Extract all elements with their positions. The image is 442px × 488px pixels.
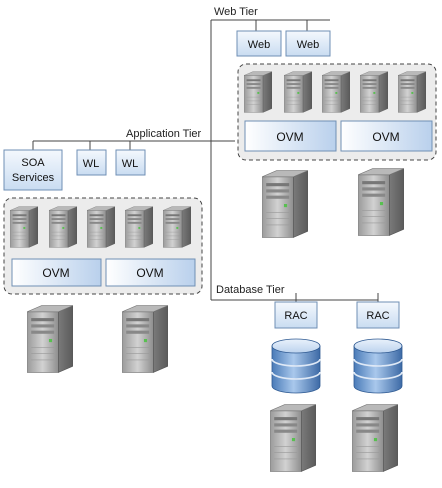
server-tower-icon [358,168,404,236]
web-node-2: Web [285,30,331,57]
database-cylinder-icon [271,338,321,394]
server-tower-icon [244,71,272,113]
ovm-label: OVM [372,130,399,144]
web-node-1: Web [236,30,282,57]
server-tower-icon [122,305,168,373]
rac-label: RAC [366,310,389,322]
rac-label: RAC [284,310,307,322]
ovm-label: OVM [42,266,69,280]
server-tower-icon [322,71,350,113]
server-tower-icon [270,404,316,472]
server-tower-icon [262,170,308,238]
soa-label-line2: Services [12,172,55,184]
server-tower-icon [49,206,77,248]
server-tower-icon [125,206,153,248]
ovm-label: OVM [136,266,163,280]
soa-services-node: SOA Services [3,149,63,191]
rac-node-1: RAC [274,301,318,329]
connector-lines [32,19,379,302]
server-tower-icon [87,206,115,248]
server-tower-icon [10,206,38,248]
ovm-label: OVM [276,130,303,144]
web-node-label: Web [248,39,270,51]
database-tier-label: Database Tier [216,284,285,296]
rac-node-2: RAC [356,301,400,329]
server-tower-icon [27,305,73,373]
server-tower-icon [360,71,388,113]
wl-label: WL [122,158,139,170]
server-tower-icon [352,404,398,472]
weblogic-node-2: WL [115,149,146,176]
soa-label-line1: SOA [21,157,45,169]
database-cylinder-icon [353,338,403,394]
web-tier-label: Web Tier [214,6,258,18]
server-tower-icon [284,71,312,113]
web-node-label: Web [297,39,319,51]
application-tier-label: Application Tier [126,128,202,140]
app-vm-group: OVM OVM [3,197,203,295]
web-vm-group: OVM OVM [237,63,437,161]
server-tower-icon [398,71,426,113]
server-tower-icon [163,206,191,248]
wl-label: WL [83,158,100,170]
weblogic-node-1: WL [76,149,107,176]
